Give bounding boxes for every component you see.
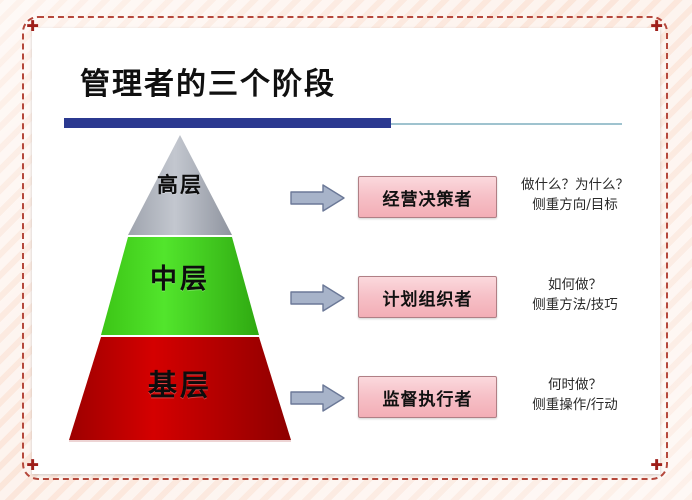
corner-tack-icon-top-right: ✚ [650,17,663,35]
role-box-supervisor-executor[interactable]: 监督执行者 [358,376,497,418]
description-question-2: 如何做？ [548,277,602,293]
pyramid-level-top [128,135,232,235]
corner-tack-icon-bottom-right: ✚ [650,456,663,474]
description-question-3: 何时做？ [548,377,602,393]
role-box-label-3: 监督执行者 [382,389,473,410]
right-arrow-icon-row-3 [290,384,345,412]
role-box-label-2: 计划组织者 [382,289,473,310]
description-row-3: 何时做？ 侧重操作/行动 [500,376,650,415]
description-question-1: 做什么？为什么？ [521,177,629,193]
corner-tack-icon-top-left: ✚ [26,17,39,35]
management-pyramid: 高层 中层 基层 [40,130,320,450]
role-box-label-1: 经营决策者 [382,189,473,210]
decorative-dashed-frame [22,16,668,480]
slide-title: 管理者的三个阶段 [80,67,336,102]
description-focus-1: 侧重方向/目标 [532,196,618,213]
description-focus-2: 侧重方法/技巧 [532,296,618,313]
description-row-2: 如何做？ 侧重方法/技巧 [500,276,650,315]
role-box-decision-maker[interactable]: 经营决策者 [358,176,497,218]
right-arrow-icon-row-2 [290,284,345,312]
pyramid-shapes [69,135,291,442]
corner-tack-icon-bottom-left: ✚ [26,456,39,474]
title-divider-thick [64,118,391,128]
description-row-1: 做什么？为什么？ 侧重方向/目标 [500,176,650,215]
role-box-planner-organizer[interactable]: 计划组织者 [358,276,497,318]
description-focus-3: 侧重操作/行动 [532,396,618,413]
right-arrow-icon-row-1 [290,184,345,212]
pyramid-level-middle [101,237,259,335]
pyramid-level-base [69,337,291,440]
